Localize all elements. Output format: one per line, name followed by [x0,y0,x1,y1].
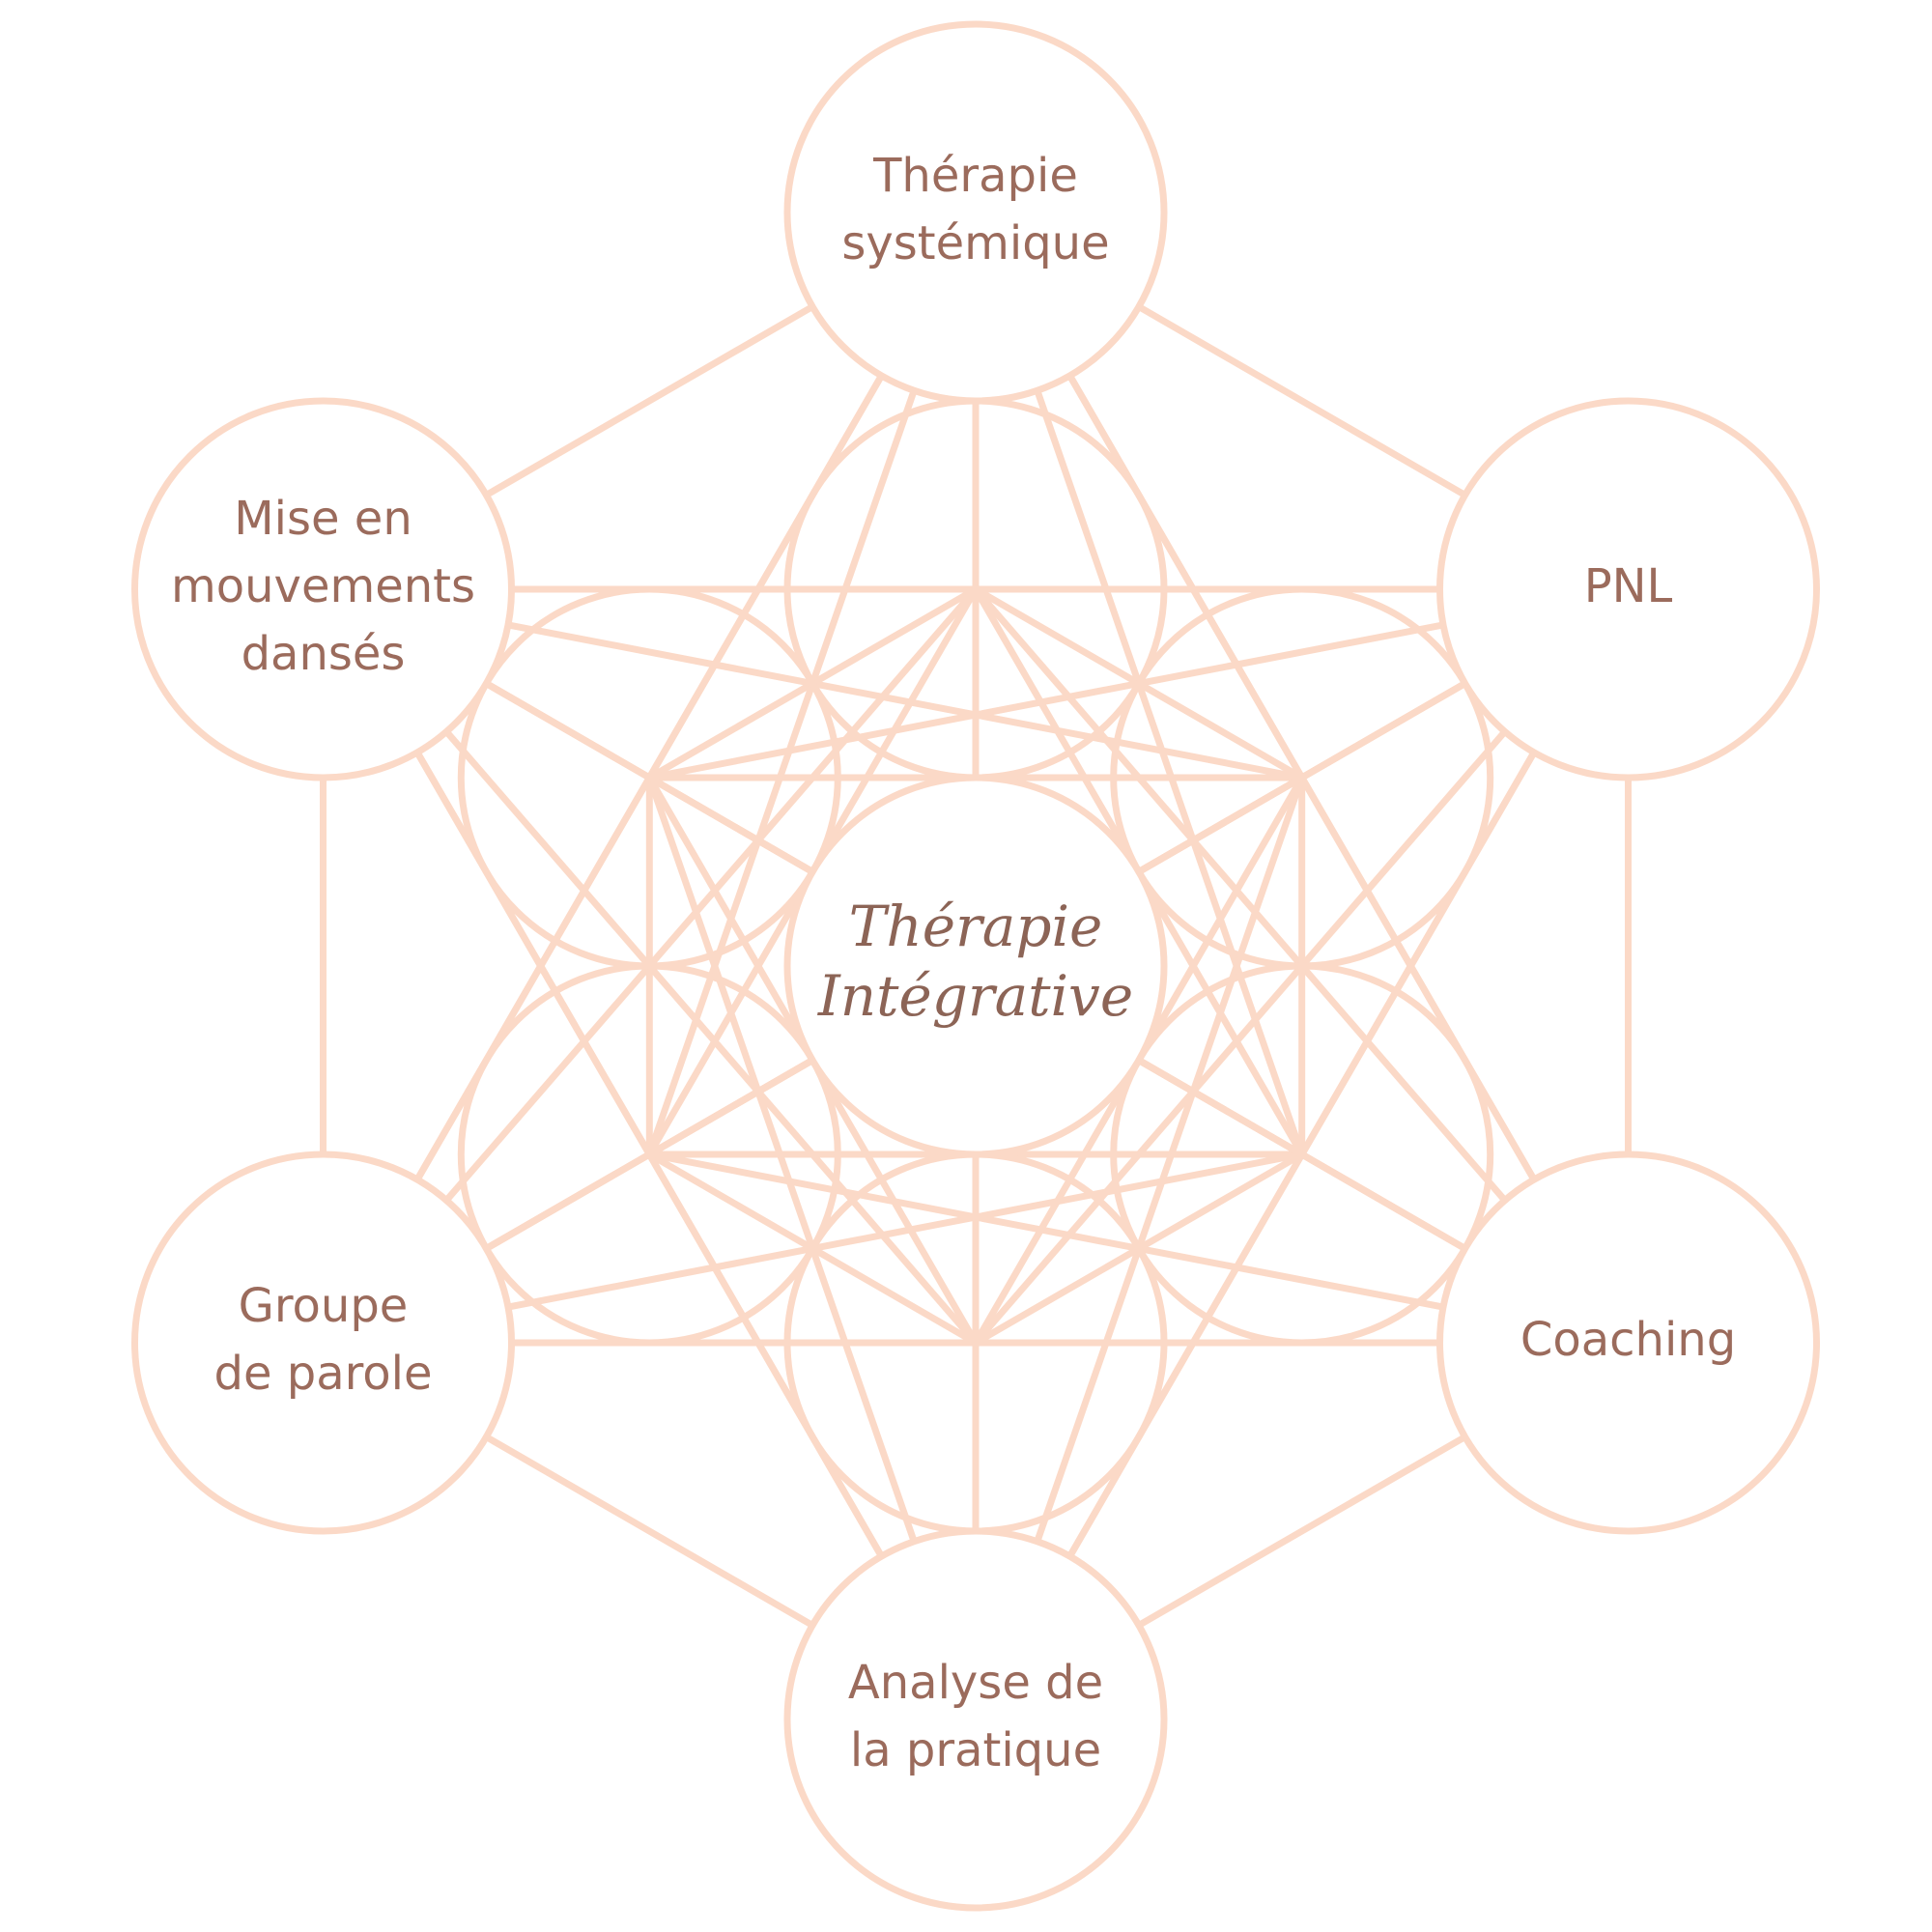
connector-line-67 [484,303,814,498]
center-label-line-0: Thérapie [849,894,1103,959]
connector-line-19 [973,586,1508,1203]
node-label-upper-left-line-1: mouvements [171,559,475,613]
inner-circle-2 [1110,962,1494,1347]
node-label-lower-right-line-0: Coaching [1520,1313,1736,1367]
node-circle-bottom [783,1527,1168,1912]
circles [131,20,1820,1912]
node-label-lower-left-line-1: de parole [213,1347,432,1401]
node-label-bottom-line-1: la pratique [850,1723,1101,1777]
node-circle-lower-right [1436,1151,1820,1535]
node-label-top-line-1: systémique [841,216,1109,270]
inner-circle-5 [457,585,841,970]
connector-line-60 [645,776,918,1543]
connector-line-32 [507,621,1303,781]
center-label-line-1: Intégrative [817,963,1133,1029]
node-label-upper-right-line-0: PNL [1584,559,1673,613]
node-circle-lower-left [131,1151,515,1535]
connector-line-51 [645,389,918,1156]
node-label-bottom-line-0: Analyse de [848,1656,1103,1710]
connector-line-53 [648,1151,1444,1311]
connector-line-58 [648,621,1444,781]
node-circle-upper-left [131,397,515,781]
connector-line-49 [443,729,979,1346]
connector-line-21 [443,586,979,1203]
labels: ThérapieIntégrativeThérapiesystémiquePNL… [171,149,1736,1777]
connector-line-63 [1137,303,1467,498]
node-circle-upper-right [1436,397,1820,781]
connector-line-40 [507,1151,1303,1311]
node-label-top-line-0: Thérapie [872,149,1078,203]
connector-line-45 [973,729,1508,1346]
node-label-upper-left-line-2: dansés [242,627,406,681]
node-label-lower-left-line-0: Groupe [239,1279,409,1333]
connector-line-75 [484,1434,814,1629]
connector-line-36 [1034,389,1306,1156]
node-circle-top [783,20,1168,405]
node-label-upper-left-line-0: Mise en [234,492,412,546]
center-circle [783,774,1168,1158]
connector-line-72 [1137,1434,1467,1629]
connector-line-30 [1034,776,1306,1543]
